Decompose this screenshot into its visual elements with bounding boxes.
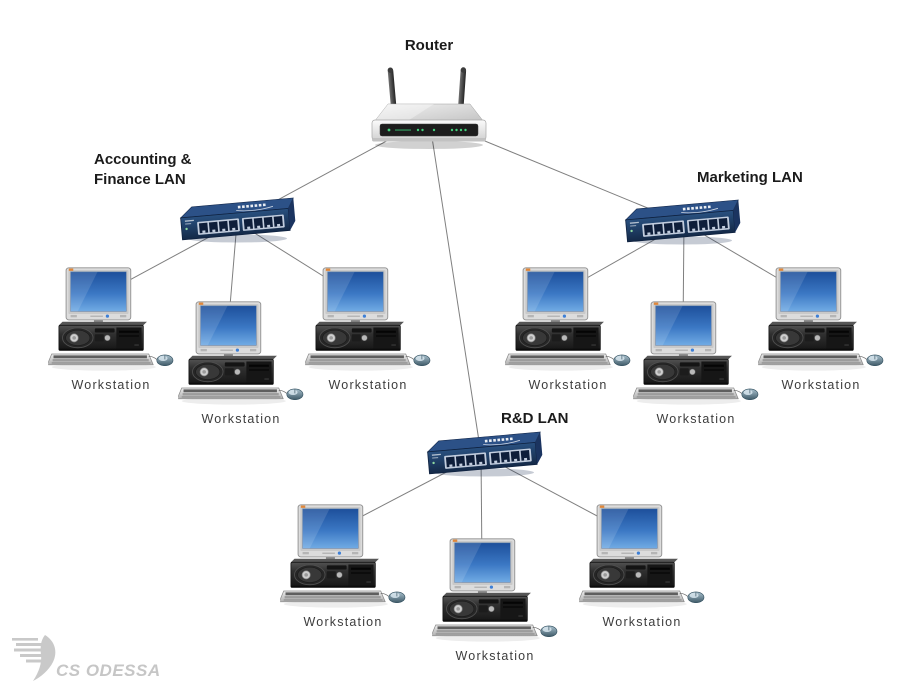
workstation-icon xyxy=(178,300,304,406)
cs-odessa-swoosh-icon xyxy=(12,635,56,681)
workstation-icon xyxy=(633,300,759,406)
router-label: Router xyxy=(404,37,454,54)
workstation-label: Workstation xyxy=(328,378,408,392)
workstation-label: Workstation xyxy=(528,378,608,392)
lan-label-marketing: Marketing LAN xyxy=(697,169,803,186)
lan-label-accounting-finance: Accounting & Finance LAN xyxy=(94,150,192,190)
workstation-label: Workstation xyxy=(602,615,682,629)
workstation-icon xyxy=(305,266,431,372)
workstation-icon xyxy=(48,266,174,372)
workstation-label: Workstation xyxy=(71,378,151,392)
router-icon xyxy=(370,66,488,150)
workstation-node-6[interactable]: Workstation xyxy=(758,266,884,392)
workstation-label: Workstation xyxy=(201,412,281,426)
lan-label-line1: Accounting & xyxy=(94,151,192,168)
workstation-icon xyxy=(280,503,406,609)
link-router-rd-switch xyxy=(428,117,482,455)
ethernet-switch-icon xyxy=(177,196,297,244)
workstation-node-2[interactable]: Workstation xyxy=(178,300,304,426)
workstation-icon xyxy=(505,266,631,372)
workstation-label: Workstation xyxy=(781,378,861,392)
lan-label-line2: Finance LAN xyxy=(94,171,186,188)
workstation-icon xyxy=(758,266,884,372)
workstation-node-4[interactable]: Workstation xyxy=(505,266,631,392)
workstation-node-8[interactable]: Workstation xyxy=(432,537,558,663)
workstation-label: Workstation xyxy=(656,412,736,426)
switch-node-accounting-finance[interactable] xyxy=(177,196,297,244)
router-node[interactable] xyxy=(370,66,488,150)
lan-label-rd: R&D LAN xyxy=(501,410,569,427)
cs-odessa-logo-text: CS ODESSA xyxy=(56,661,161,680)
cs-odessa-logo: CS ODESSA xyxy=(12,633,162,685)
switch-node-marketing[interactable] xyxy=(622,198,742,246)
workstation-icon xyxy=(579,503,705,609)
workstation-label: Workstation xyxy=(303,615,383,629)
ethernet-switch-icon xyxy=(622,198,742,246)
workstation-node-7[interactable]: Workstation xyxy=(280,503,406,629)
workstation-icon xyxy=(432,537,558,643)
workstation-node-5[interactable]: Workstation xyxy=(633,300,759,426)
workstation-node-9[interactable]: Workstation xyxy=(579,503,705,629)
switch-node-rd[interactable] xyxy=(424,430,544,478)
workstation-node-1[interactable]: Workstation xyxy=(48,266,174,392)
ethernet-switch-icon xyxy=(424,430,544,478)
workstation-label: Workstation xyxy=(455,649,535,663)
workstation-node-3[interactable]: Workstation xyxy=(305,266,431,392)
